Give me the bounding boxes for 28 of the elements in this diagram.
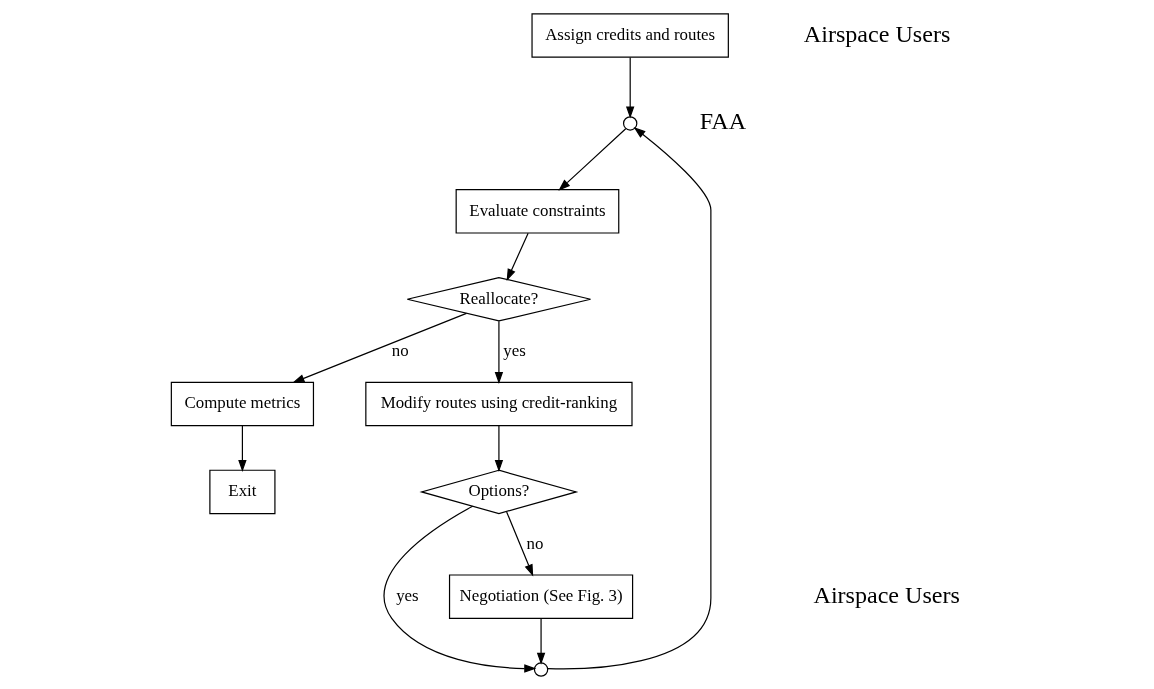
arrow	[494, 320, 503, 384]
node-box: Assign credits and routes	[530, 12, 729, 58]
node-box: Modify routes using credit-ranking	[364, 381, 633, 426]
arrow	[494, 424, 503, 472]
arrow	[505, 510, 533, 576]
edge-label: yes	[502, 340, 526, 360]
node-circle	[622, 115, 637, 131]
node-box: Compute metrics	[170, 381, 314, 426]
arrow	[506, 232, 529, 281]
arrow	[546, 126, 711, 669]
arrow	[557, 127, 626, 191]
arrow	[291, 312, 467, 383]
node-box: Evaluate constraints	[455, 188, 619, 234]
node-box: Exit	[208, 469, 276, 514]
label: Airspace Users	[812, 581, 960, 608]
arrow	[237, 424, 247, 472]
arrow	[382, 505, 536, 673]
label: FAA	[699, 107, 746, 134]
edge-label: no	[526, 533, 543, 553]
arrow	[625, 56, 634, 119]
label: Airspace Users	[803, 20, 950, 47]
node-circle	[533, 661, 548, 677]
node-box: Negotiation (See Fig. 3)	[448, 573, 633, 619]
arrow	[536, 617, 545, 665]
node-diamond: Options?	[418, 469, 578, 514]
edge-label: yes	[395, 585, 419, 605]
edge-label: no	[391, 340, 409, 360]
node-diamond: Reallocate?	[406, 276, 591, 322]
